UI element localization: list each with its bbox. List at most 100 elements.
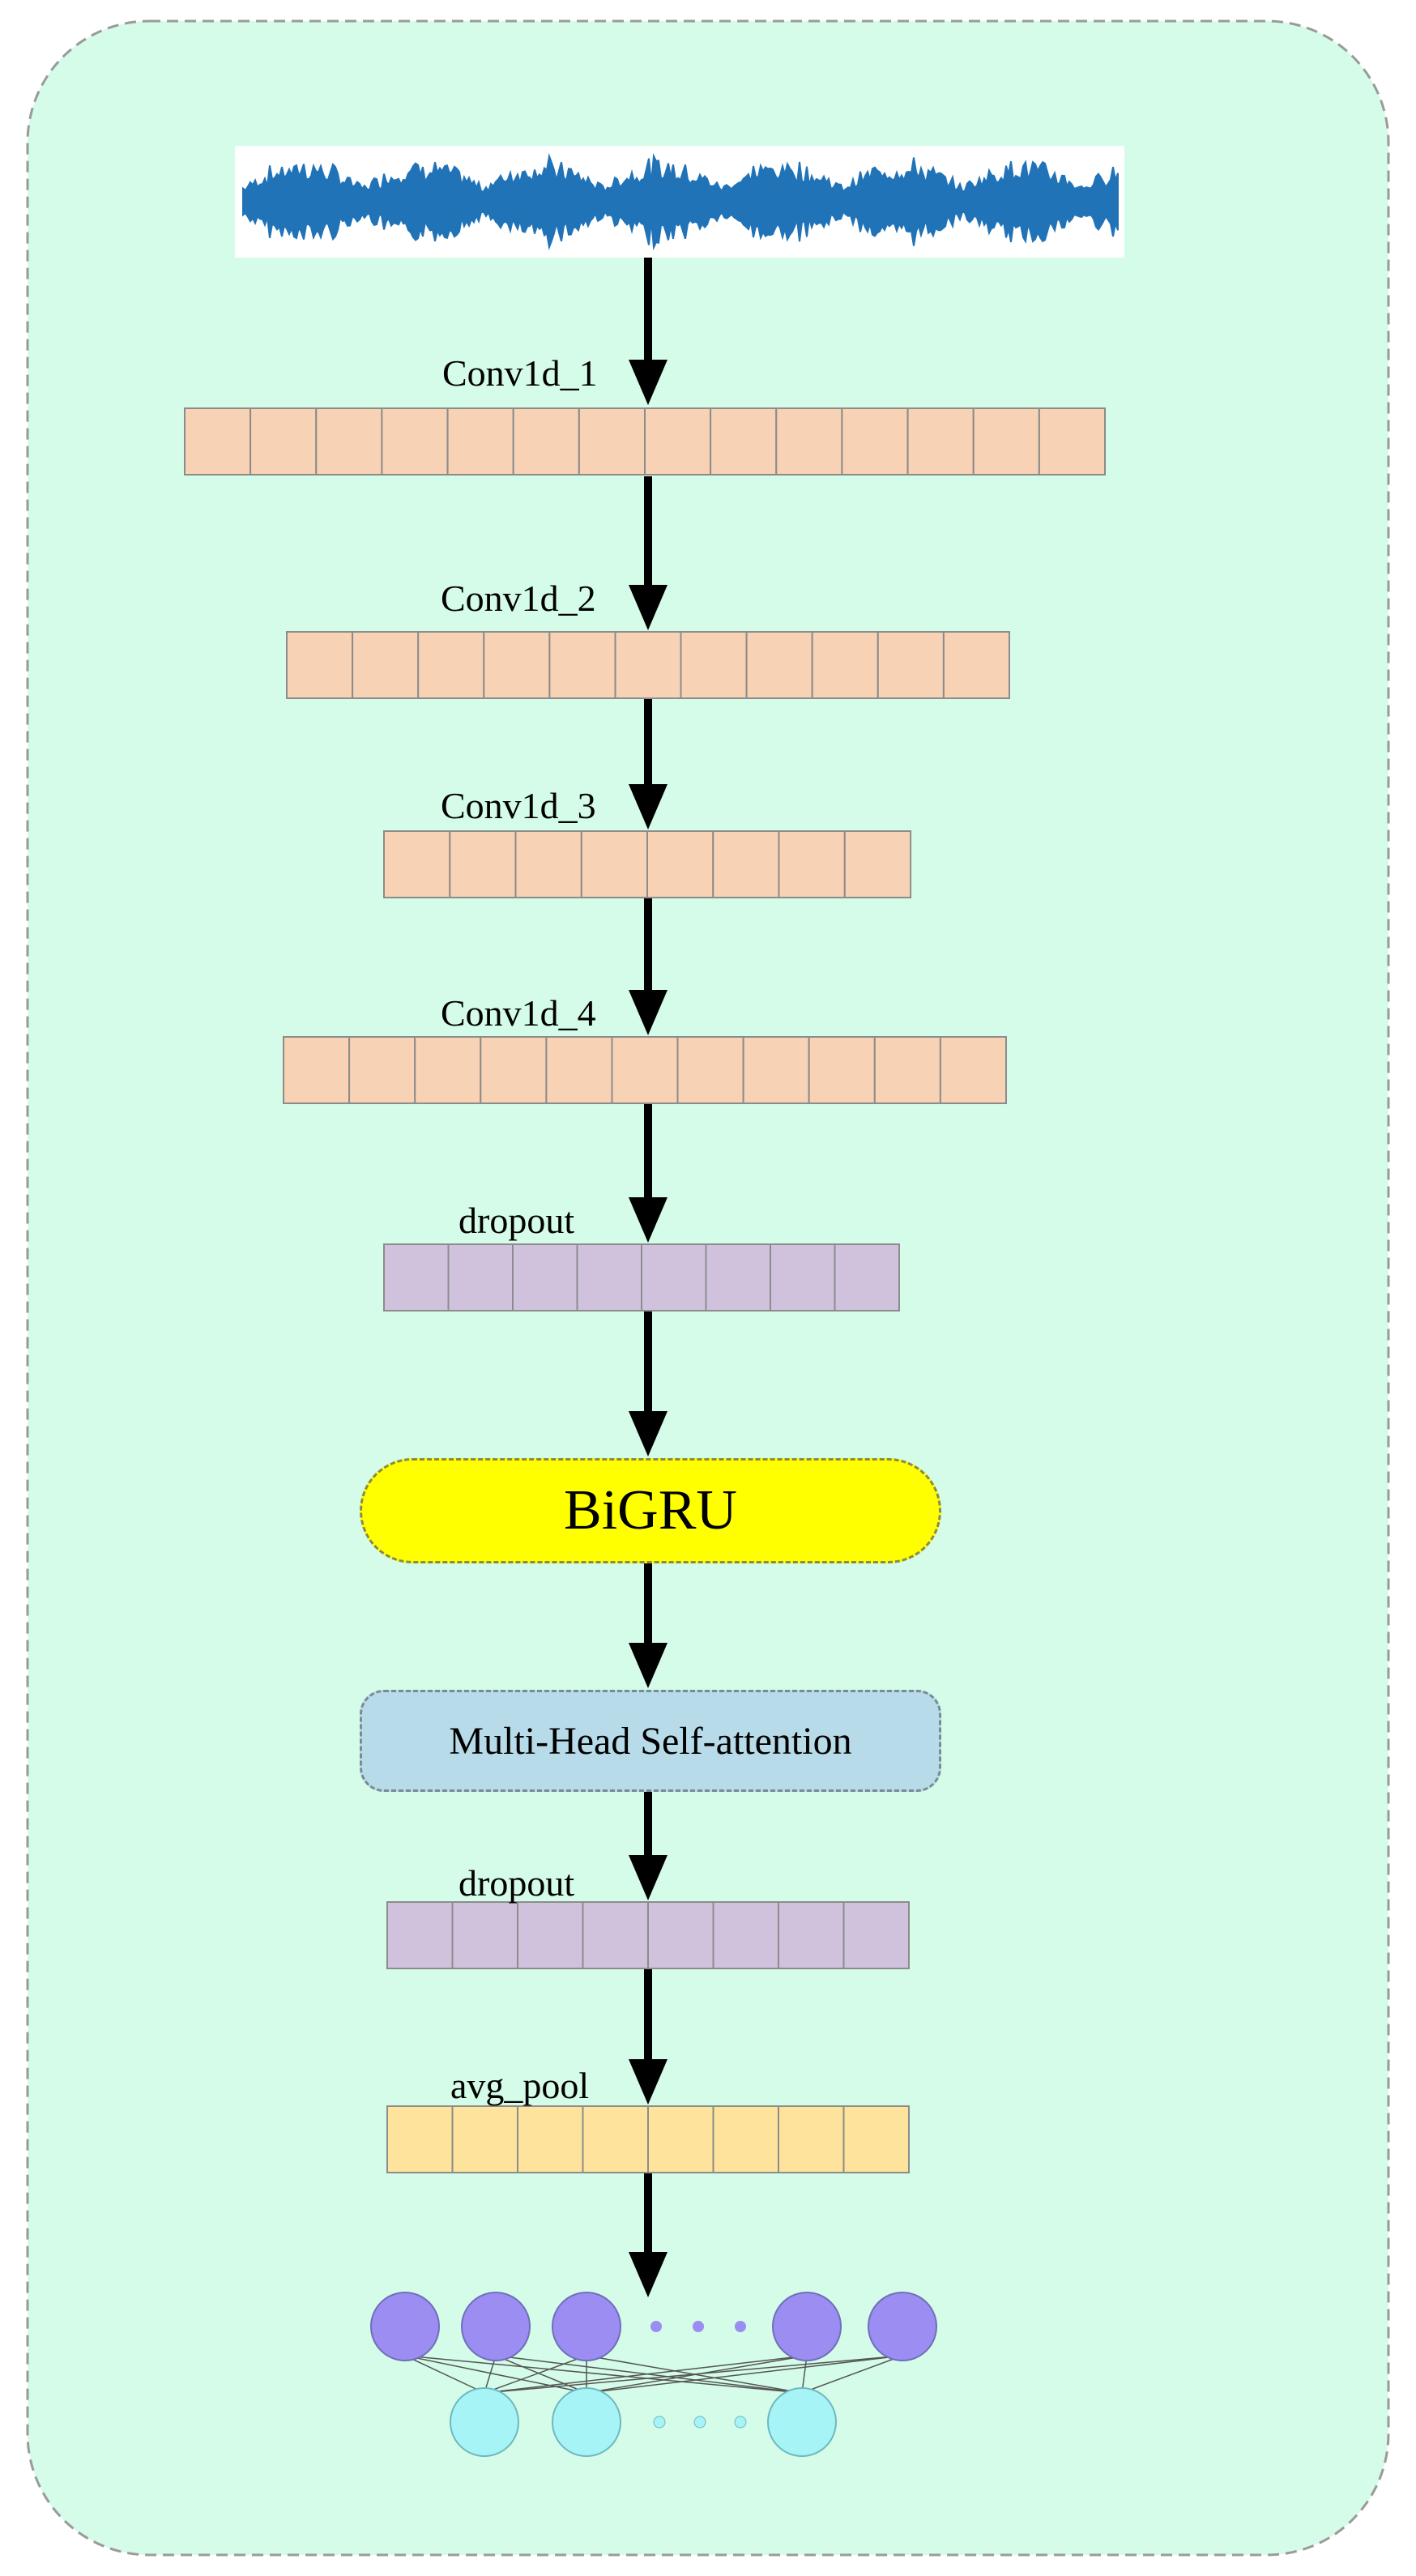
arrow-head: [629, 990, 667, 1035]
arrow-head: [629, 585, 667, 630]
conv1d-4-cell: [939, 1036, 1008, 1104]
conv1d-1-cell: [644, 407, 712, 476]
dropout-1-cell: [641, 1243, 707, 1311]
top-neuron: [772, 2292, 842, 2361]
avg-pool-cells: [386, 2105, 910, 2173]
conv1d-1-cell: [578, 407, 646, 476]
bigru-block: BiGRU: [360, 1458, 941, 1563]
conv1d-2-cell: [876, 631, 945, 699]
multi-head-attention-block: Multi-Head Self-attention: [360, 1690, 941, 1792]
flow-arrow: [629, 1311, 667, 1456]
avg-pool-cell: [517, 2105, 584, 2173]
conv1d-2-cell: [614, 631, 682, 699]
flow-arrow: [629, 1103, 667, 1243]
conv1d-4-cell: [545, 1036, 613, 1104]
neuron-connection: [484, 2355, 587, 2394]
conv1d-4-cell: [808, 1036, 876, 1104]
conv1d-3-cell: [383, 830, 451, 898]
dropout-2-cell: [582, 1901, 649, 1969]
conv1d-2-cell: [942, 631, 1011, 699]
conv1d-4-cell: [348, 1036, 416, 1104]
neuron-connections: [404, 2355, 903, 2394]
dropout-1-cell: [770, 1243, 836, 1311]
conv1d-2-cell: [483, 631, 551, 699]
multi-head-attention-label: Multi-Head Self-attention: [449, 1719, 852, 1763]
conv1d-1-cell: [184, 407, 252, 476]
conv1d-3-cell: [778, 830, 846, 898]
dense-layer: [370, 2292, 937, 2457]
top-neuron: [868, 2292, 937, 2361]
dropout-2-cell: [647, 1901, 714, 1969]
conv1d-2-cell: [352, 631, 420, 699]
conv1d-4-cell: [414, 1036, 482, 1104]
flow-arrow: [629, 2173, 667, 2297]
conv1d-2-cell: [811, 631, 879, 699]
ellipsis-dot: [650, 2321, 662, 2332]
waveform-icon: [242, 152, 1119, 251]
conv1d-3-cell: [449, 830, 517, 898]
avg-pool-cell: [647, 2105, 714, 2173]
conv1d-2-cells: [286, 631, 1011, 699]
conv1d-1-cell: [250, 407, 318, 476]
bottom-neuron: [450, 2387, 519, 2457]
conv1d-3-cell: [514, 830, 582, 898]
flow-arrow: [629, 698, 667, 830]
conv1d-1-cell: [315, 407, 383, 476]
conv1d-3-label: Conv1d_3: [441, 785, 596, 826]
dropout-1-cell: [512, 1243, 578, 1311]
dropout-2-cells: [386, 1901, 910, 1969]
flow-arrow: [629, 898, 667, 1035]
top-neuron: [461, 2292, 531, 2361]
neuron-connection: [484, 2355, 903, 2394]
conv1d-1-cell: [841, 407, 909, 476]
conv1d-3-cell: [712, 830, 780, 898]
avg-pool-cell: [778, 2105, 845, 2173]
arrows-layer: [629, 258, 667, 2297]
bigru-label: BiGRU: [564, 1479, 737, 1542]
conv1d-4-cell: [480, 1036, 548, 1104]
conv1d-1-cell: [446, 407, 514, 476]
flow-arrow: [629, 1968, 667, 2105]
conv1d-2-cell: [286, 631, 354, 699]
bottom-neuron: [552, 2387, 621, 2457]
ellipsis-dot: [693, 2321, 704, 2332]
neuron-connection: [495, 2355, 587, 2394]
conv1d-2-cell: [745, 631, 813, 699]
conv1d-3-cell: [580, 830, 649, 898]
bottom-neuron: [767, 2387, 837, 2457]
ellipsis-dot: [693, 2416, 706, 2429]
neuron-connection: [484, 2355, 808, 2394]
neuron-connection: [484, 2355, 497, 2394]
conv1d-2-label: Conv1d_2: [441, 578, 596, 619]
dropout-1-cells: [383, 1243, 900, 1311]
arrow-head: [629, 1197, 667, 1243]
conv1d-1-label: Conv1d_1: [442, 352, 598, 394]
conv1d-4-cells: [283, 1036, 1008, 1104]
avg-pool-cell: [451, 2105, 518, 2173]
conv1d-2-cell: [548, 631, 616, 699]
flow-arrow: [629, 476, 667, 630]
dropout-1-cell: [576, 1243, 642, 1311]
arrow-head: [629, 2252, 667, 2297]
conv1d-1-cell: [381, 407, 449, 476]
top-neuron: [552, 2292, 621, 2361]
avg-pool-label: avg_pool: [450, 2065, 590, 2106]
conv1d-1-cells: [184, 407, 1107, 476]
avg-pool-cell: [842, 2105, 910, 2173]
dropout-2-cell: [386, 1901, 454, 1969]
conv1d-3-cell: [843, 830, 912, 898]
dropout-2-label: dropout: [458, 1862, 575, 1904]
dropout-2-cell: [842, 1901, 910, 1969]
arrow-head: [629, 360, 667, 405]
dropout-1-cell: [705, 1243, 771, 1311]
neuron-connection: [801, 2355, 808, 2394]
conv1d-2-cell: [680, 631, 748, 699]
conv1d-1-cell: [512, 407, 580, 476]
ellipsis-dot: [653, 2416, 666, 2429]
dropout-2-cell: [712, 1901, 779, 1969]
conv1d-1-cell: [710, 407, 778, 476]
conv1d-4-cell: [611, 1036, 679, 1104]
avg-pool-cell: [386, 2105, 454, 2173]
layer-blocks: [184, 407, 1107, 2173]
